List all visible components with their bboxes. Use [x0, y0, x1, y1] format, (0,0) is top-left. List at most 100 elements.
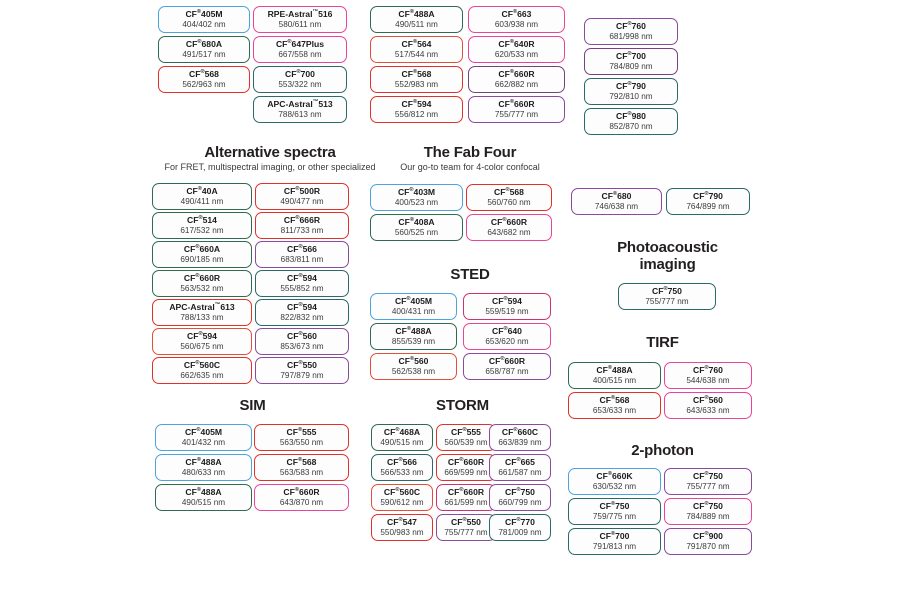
trademark-mark: ®	[503, 295, 508, 302]
dye-spectra: 544/638 nm	[686, 376, 730, 386]
dye-spectra: 669/599 nm	[444, 468, 488, 478]
dye-spectra: 556/812 nm	[394, 110, 439, 120]
dye-name: CF®640R	[498, 38, 535, 49]
dye-name: CF®640	[492, 325, 522, 336]
dye-spectra: 562/963 nm	[182, 80, 226, 90]
trademark-mark: ®	[704, 190, 709, 197]
trademark-mark: ®	[627, 80, 632, 87]
dye-name: CF®660R	[498, 98, 535, 109]
dye-name: CF®660R	[488, 355, 526, 366]
dye-name: CF®560C	[183, 359, 221, 370]
section-heading-sted: STED	[370, 266, 570, 284]
section-heading-alternative-spectra: Alternative spectra For FRET, multispect…	[150, 144, 390, 172]
section-heading-two-photon: 2-photon	[570, 442, 755, 460]
dye-name: CF®770	[505, 516, 535, 527]
dye-name: APC-Astral™613	[169, 301, 235, 312]
trademark-mark: ®	[298, 301, 303, 308]
trademark-mark: ®	[607, 470, 613, 477]
section-title: STORM	[436, 397, 489, 414]
dye-spectra: 662/635 nm	[180, 371, 224, 381]
trademark-mark: ®	[298, 243, 303, 250]
trademark-mark: ®	[295, 214, 300, 221]
dye-name: CF®900	[693, 530, 723, 541]
